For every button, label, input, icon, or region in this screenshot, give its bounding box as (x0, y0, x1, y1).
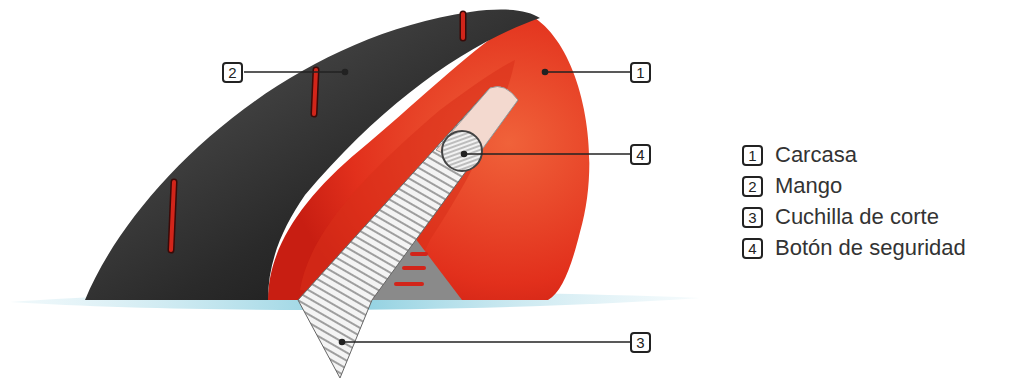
callout-number-box: 2 (222, 62, 243, 83)
callout-number: 4 (632, 146, 649, 163)
legend-number-box: 2Mango (742, 176, 763, 197)
part-name: Cuchilla de corte (775, 205, 939, 229)
leader-dot (462, 152, 467, 157)
handle-mark-outline (171, 182, 174, 250)
leader-line (244, 71, 345, 73)
leader-line (342, 341, 630, 343)
part-name: Carcasa (775, 143, 857, 167)
leader-dot (340, 340, 345, 345)
handle-mark (171, 182, 174, 250)
safety-button (442, 131, 482, 171)
legend-number: 4 (744, 240, 761, 257)
legend-number-box: 3Cuchilla de corte (742, 207, 763, 228)
grip-mark (404, 266, 424, 270)
legend-number-box: 1Carcasa (742, 145, 763, 166)
grip-mark (396, 282, 422, 286)
legend-number: 3 (744, 209, 761, 226)
handle-mark-outline (314, 70, 316, 114)
legend-number: 2 (744, 178, 761, 195)
callout-number-box: 3 (630, 332, 651, 353)
leader-lines (244, 70, 630, 345)
leader-dot (543, 70, 548, 75)
handle-mark (314, 70, 316, 114)
legend-number: 1 (744, 147, 761, 164)
handle-mark (461, 14, 465, 38)
part-name: Mango (775, 174, 842, 198)
legend-number-box: 4Botón de seguridad (742, 238, 763, 259)
callout-number: 3 (632, 334, 649, 351)
callout-number: 1 (632, 64, 649, 81)
grip-mark (412, 252, 426, 256)
callout-number-box: 1 (630, 62, 651, 83)
callout-number: 2 (224, 64, 241, 81)
leader-line (545, 71, 630, 73)
leader-line (464, 153, 630, 155)
handle-mark-outline (460, 14, 467, 38)
part-name: Botón de seguridad (775, 236, 966, 260)
callout-number-box: 4 (630, 144, 651, 165)
leader-dot (343, 70, 348, 75)
